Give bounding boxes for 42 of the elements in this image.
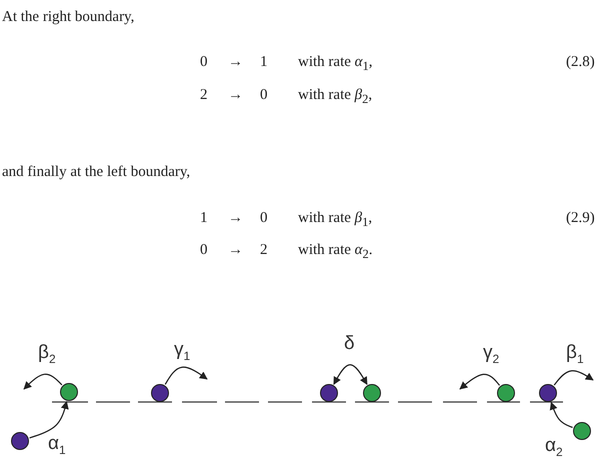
curved-arrow <box>23 374 62 390</box>
curved-arrow <box>29 400 69 438</box>
equation-text: (2.9) <box>566 211 595 226</box>
equation-text: with rate β$_{1}$, <box>298 211 372 228</box>
equation-text: 0 <box>260 88 268 103</box>
rate-label: γ$_{2}$ <box>483 343 500 365</box>
curved-arrow <box>333 364 368 386</box>
equation-text: with rate α$_{2}$. <box>298 243 373 260</box>
rate-label: γ$_{1}$ <box>174 340 190 362</box>
equation-text: → <box>228 55 243 70</box>
equation-text: → <box>228 88 243 103</box>
particle <box>320 384 338 402</box>
particle <box>539 384 557 402</box>
equation-text: with rate β$_{2}$, <box>298 88 372 106</box>
rate-label: α$_{2}$ <box>545 436 563 458</box>
rate-label: β$_{1}$ <box>566 343 584 365</box>
curved-arrow <box>550 402 573 428</box>
equation-text: 1 <box>200 211 208 226</box>
equation-text: 2 <box>200 88 208 103</box>
rate-label: β$_{2}$ <box>38 343 56 365</box>
equation-text: 2 <box>260 243 268 258</box>
curved-arrow <box>164 366 208 385</box>
equation-text: 0 <box>200 55 208 70</box>
equation-text: 1 <box>260 55 268 70</box>
curved-arrow <box>459 374 500 390</box>
particle <box>497 384 515 402</box>
equation-text: and finally at the left boundary, <box>2 165 190 180</box>
equation-text: 0 <box>260 211 268 226</box>
equation-text: 0 <box>200 243 208 258</box>
equation-text: with rate α$_{1}$, <box>298 55 373 72</box>
equation-text: At the right boundary, <box>2 10 134 25</box>
particle <box>11 432 29 450</box>
particle <box>60 383 78 401</box>
particle <box>573 422 591 440</box>
equation-text: → <box>228 243 243 258</box>
rate-label: δ <box>344 334 355 353</box>
equation-text: (2.8) <box>566 55 595 70</box>
particle <box>363 384 381 402</box>
curved-arrow <box>554 370 594 386</box>
particle <box>151 384 169 402</box>
equation-text: → <box>228 211 243 226</box>
rate-label: α$_{1}$ <box>48 434 66 456</box>
